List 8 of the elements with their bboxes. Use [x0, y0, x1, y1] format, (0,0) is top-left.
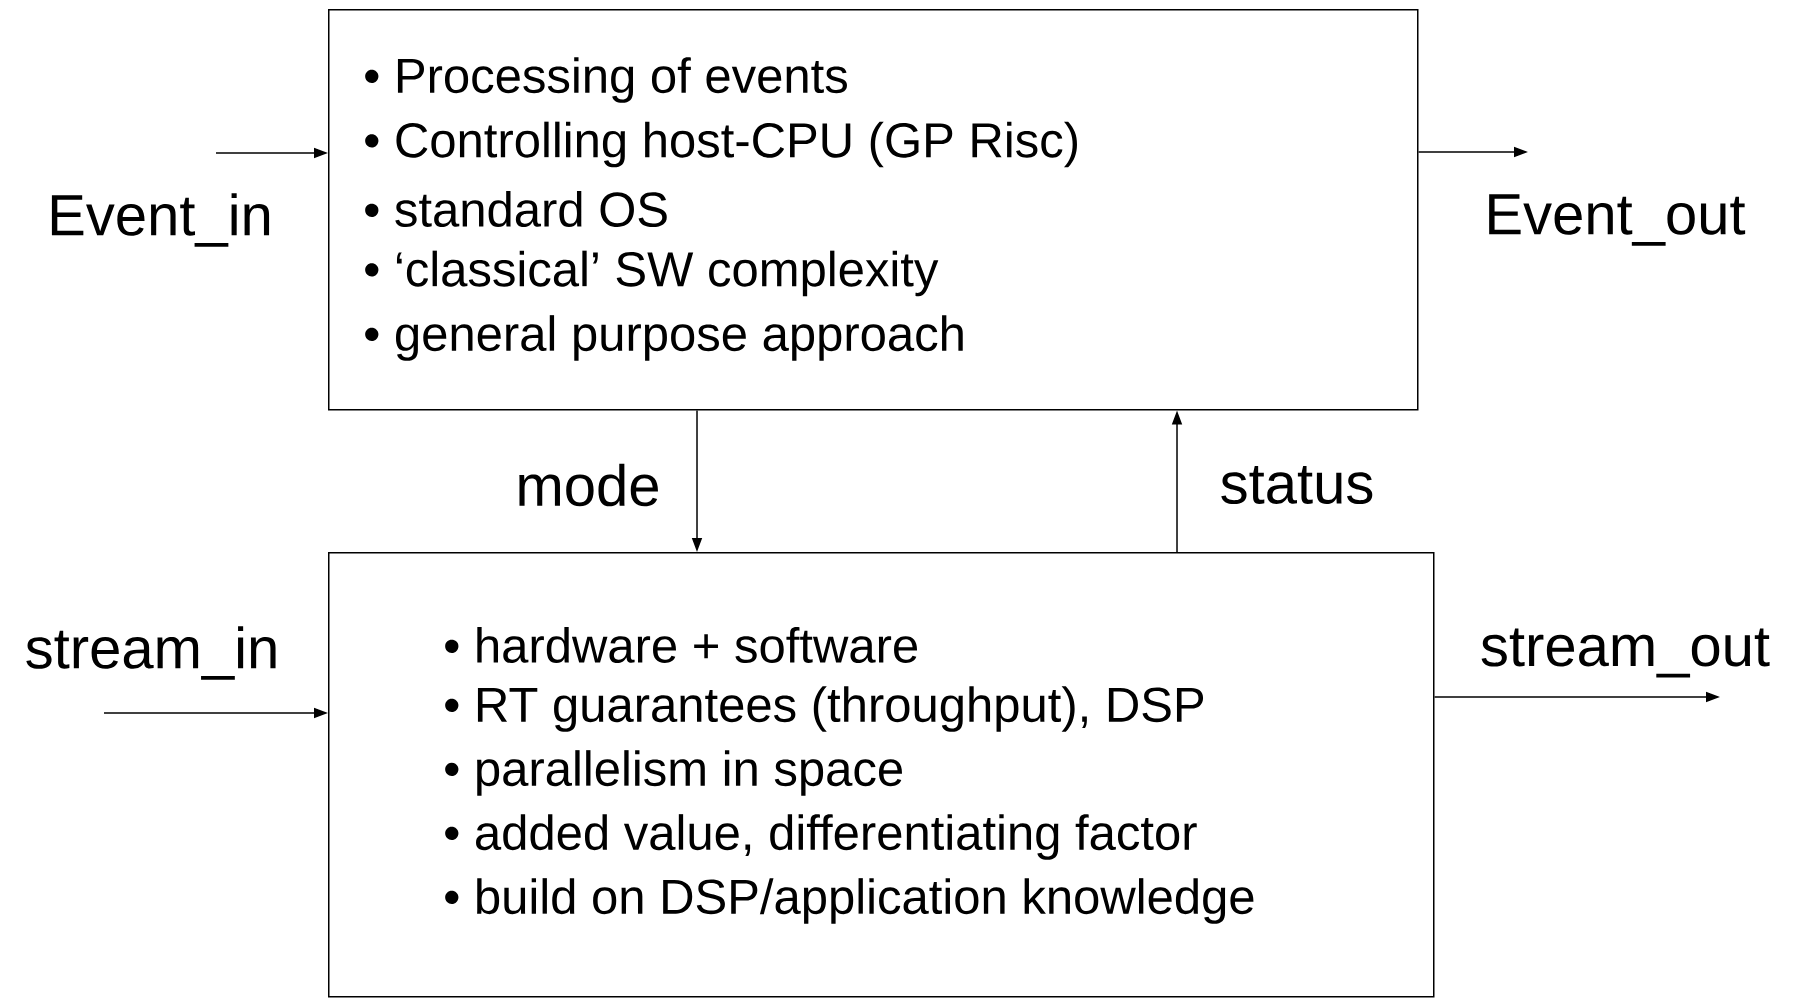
- edge-label: Event_in: [46, 192, 274, 248]
- edge-label: stream_in: [23, 625, 281, 681]
- text-box: • hardware + software • RT guarantees (throughput), DSP • parallelism in space • added value, differentiating factor • build on DSP/application knowledge: [328, 552, 1435, 998]
- edge-label: status: [1218, 464, 1376, 506]
- edge-label: mode: [514, 462, 662, 508]
- edge-label: stream_out: [1478, 627, 1772, 679]
- edge-label: Event_out: [1483, 193, 1747, 247]
- text-box: • Processing of events • Controlling host-CPU (GP Risc) • standard OS • ‘classical’ SW complexity • general purpose approach: [328, 9, 1419, 411]
